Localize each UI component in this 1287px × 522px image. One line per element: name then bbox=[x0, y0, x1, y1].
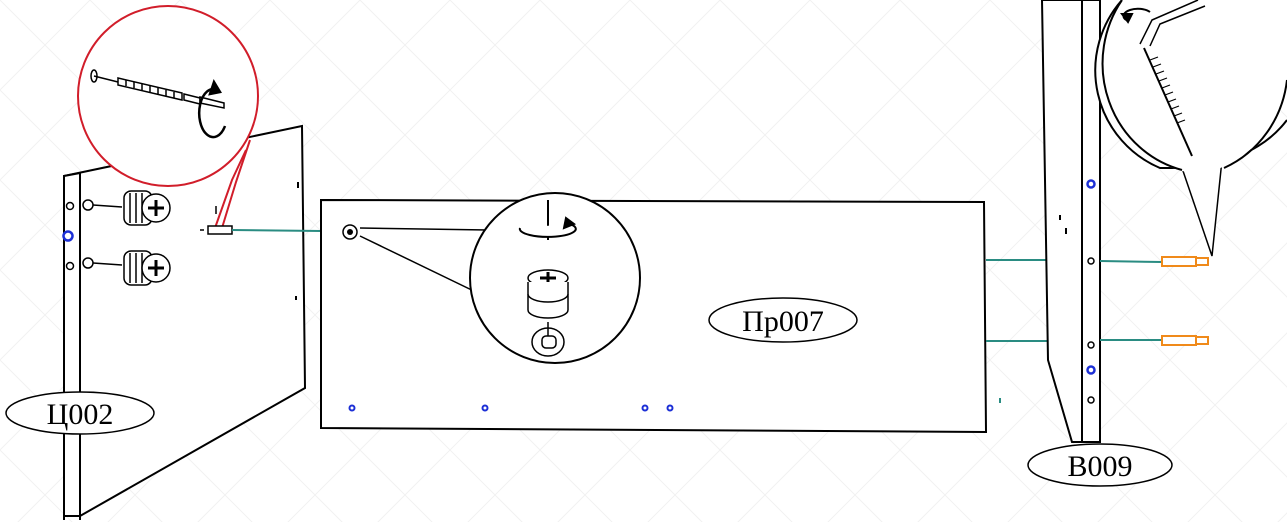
left-panel-label: Ц002 bbox=[47, 398, 114, 431]
shelf-label-oval bbox=[708, 297, 858, 343]
allen-key-callout bbox=[1094, 0, 1287, 257]
shelf-label: Пр007 bbox=[742, 305, 824, 338]
rotate-arrow-icon bbox=[197, 79, 227, 139]
right-panel-label: B009 bbox=[1067, 450, 1132, 483]
left-panel-label-oval bbox=[5, 391, 155, 435]
allen-key-icon bbox=[1139, 0, 1206, 157]
wooden-dowel bbox=[1161, 256, 1209, 267]
cam-lock-icon bbox=[123, 250, 171, 286]
cam-hole bbox=[62, 230, 74, 242]
guide-line bbox=[231, 229, 322, 232]
cam-detail-callout bbox=[359, 192, 641, 364]
cam-lock-icon bbox=[527, 269, 569, 357]
right-panel bbox=[1040, 0, 1101, 443]
right-panel-label-oval bbox=[1027, 443, 1173, 487]
rotate-arrow-icon bbox=[1120, 7, 1151, 24]
shelf bbox=[320, 198, 988, 434]
cam-lock-icon bbox=[123, 190, 171, 226]
screw-detail-callout bbox=[77, 5, 259, 229]
right-panel-holes bbox=[1059, 179, 1096, 404]
screwdriver-icon bbox=[518, 200, 577, 240]
guide-line bbox=[1099, 260, 1163, 263]
left-panel-holes bbox=[62, 182, 299, 300]
wooden-dowel bbox=[1161, 335, 1209, 346]
